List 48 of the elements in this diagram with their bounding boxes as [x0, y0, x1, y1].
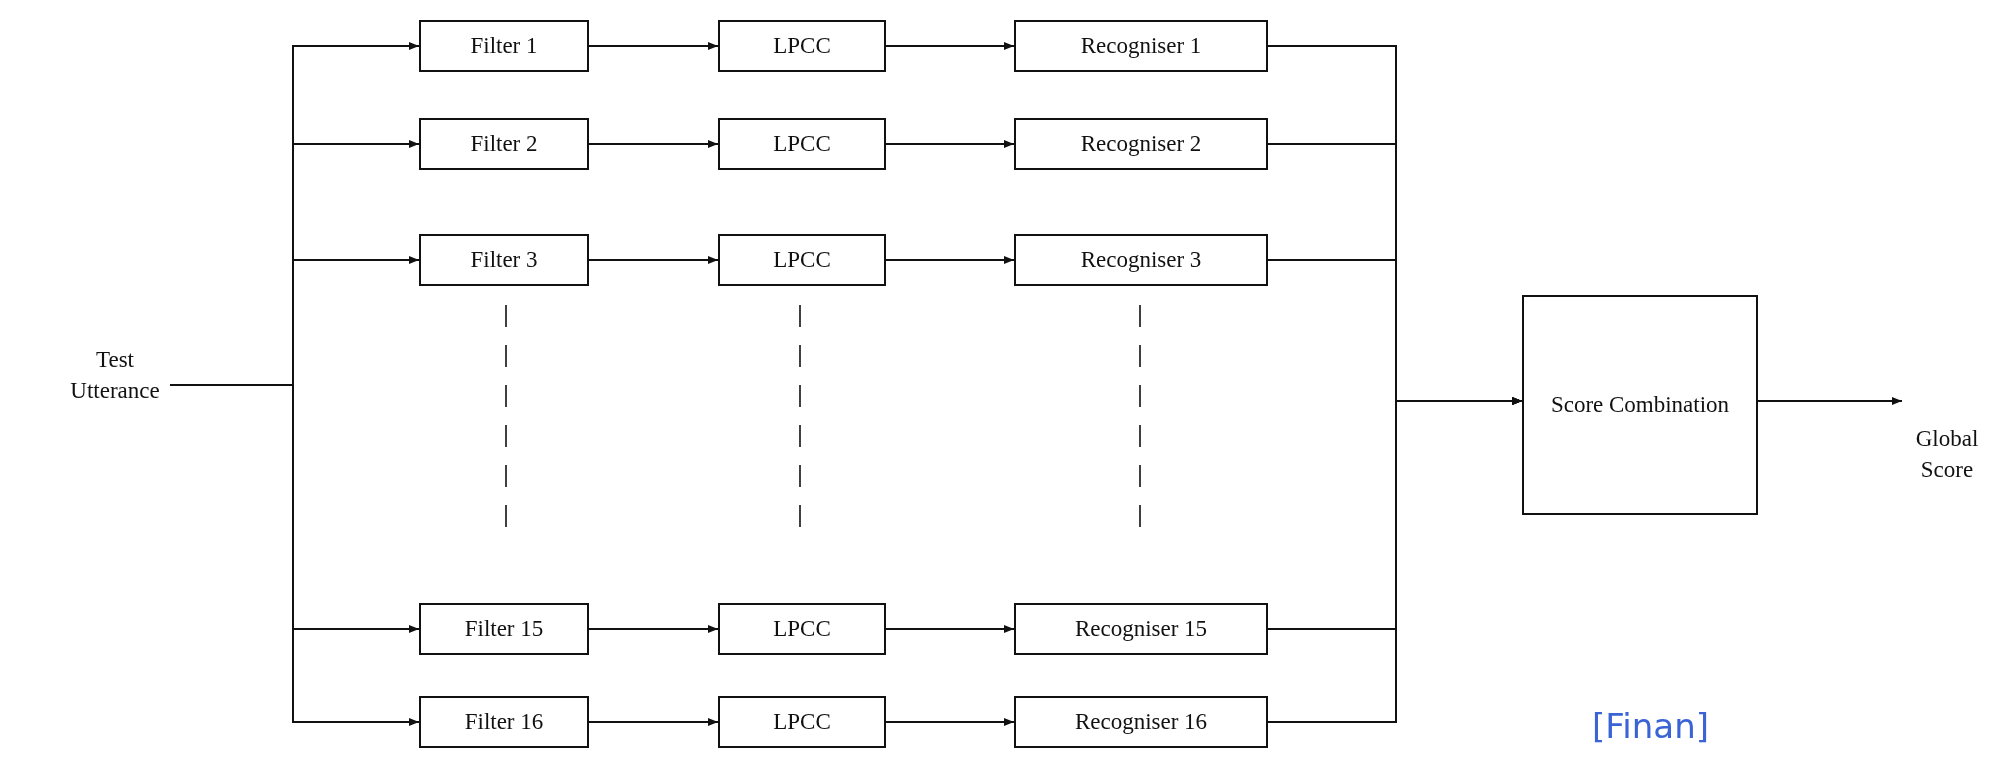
block-label: LPCC [773, 32, 831, 61]
arrow [885, 256, 1015, 264]
block-label: Filter 15 [464, 615, 544, 644]
block-label: LPCC [773, 130, 831, 159]
process-block [419, 696, 589, 748]
block-label: Score Combination [1550, 391, 1730, 420]
process-block [718, 696, 886, 748]
arrow [588, 42, 719, 50]
block-label: Filter 1 [470, 32, 538, 61]
process-block [419, 20, 589, 72]
arrow [1757, 397, 1903, 405]
block-label: Recogniser 2 [1080, 130, 1202, 159]
process-block [1014, 696, 1268, 748]
arrow [588, 625, 719, 633]
process-block [718, 603, 886, 655]
block-label: Filter 3 [470, 246, 538, 275]
process-block [718, 20, 886, 72]
score-combination-block [1522, 295, 1758, 515]
arrow [169, 384, 420, 726]
arrow [588, 256, 719, 264]
block-label: LPCC [773, 708, 831, 737]
block-label: LPCC [773, 246, 831, 275]
process-block [718, 118, 886, 170]
block-label: Filter 2 [470, 130, 538, 159]
block-label: LPCC [773, 615, 831, 644]
arrow [588, 140, 719, 148]
process-block [1014, 234, 1268, 286]
block-label: Recogniser 1 [1080, 32, 1202, 61]
arrow [1267, 397, 1523, 723]
citation-label: [Finan] [1592, 706, 1709, 746]
arrow [885, 625, 1015, 633]
arrow [588, 718, 719, 726]
process-block [419, 603, 589, 655]
signal-label: Global Score [1914, 424, 1980, 484]
arrow [885, 42, 1015, 50]
process-block [419, 234, 589, 286]
block-label: Filter 16 [464, 708, 544, 737]
block-label: Recogniser 16 [1074, 708, 1208, 737]
arrow [885, 718, 1015, 726]
process-block [718, 234, 886, 286]
block-label: Recogniser 15 [1074, 615, 1208, 644]
signal-label: Test Utterance [69, 345, 161, 405]
process-block [1014, 603, 1268, 655]
process-block [1014, 20, 1268, 72]
block-label: Recogniser 3 [1080, 246, 1202, 275]
arrow [885, 140, 1015, 148]
process-block [1014, 118, 1268, 170]
process-block [419, 118, 589, 170]
